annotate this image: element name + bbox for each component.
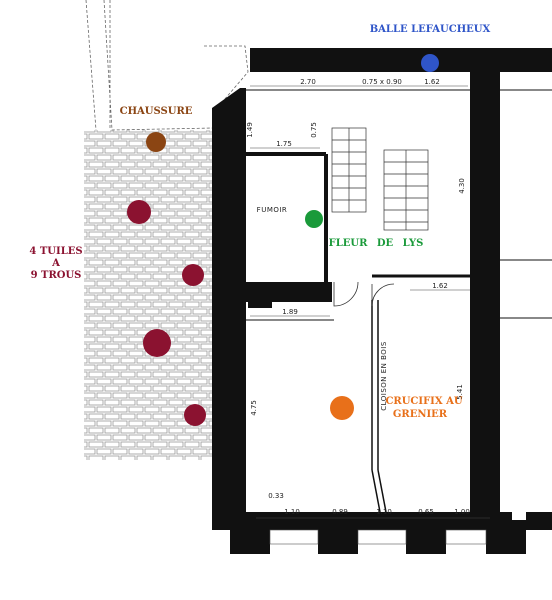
dashed-outline <box>85 0 249 131</box>
staircase-left <box>331 127 367 213</box>
dim-100: 1.00 <box>454 508 470 516</box>
window-sills <box>269 529 487 545</box>
walls <box>212 48 552 554</box>
dim-065: 0.65 <box>418 508 434 516</box>
label-balle-lefaucheux: BALLE LEFAUCHEUX <box>370 24 491 35</box>
marker-tuile-4 <box>184 404 206 426</box>
label-crucifix-line1: CRUCIFIX AU <box>385 396 462 407</box>
dim-541: 5.41 <box>456 384 464 400</box>
label-fleur-de-lys: FLEUR DE LYS <box>329 238 424 249</box>
dim-110-a: 1.10 <box>284 508 300 516</box>
dimensions: 2.70 0.75 x 0.90 1.62 1.49 1.75 0.75 4.3… <box>246 78 470 516</box>
dimension-lines <box>250 85 490 519</box>
partitions <box>246 89 552 513</box>
dim-430: 4.30 <box>458 178 466 194</box>
label-tuiles-line2: A <box>51 258 60 269</box>
dim-075: 0.75 <box>310 122 318 138</box>
marker-fleur-de-lys <box>305 210 323 228</box>
marker-crucifix <box>330 396 354 420</box>
label-chaussure: CHAUSSURE <box>120 106 193 117</box>
marker-balle-lefaucheux <box>421 54 439 72</box>
dim-110-b: 1.10 <box>376 508 392 516</box>
dim-149: 1.49 <box>246 122 254 138</box>
dim-162-top: 1.62 <box>424 78 440 86</box>
door-swings <box>333 281 395 307</box>
dim-033: 0.33 <box>268 492 284 500</box>
dim-175: 1.75 <box>276 140 292 148</box>
roof-tiles <box>84 130 224 460</box>
marker-tuile-3 <box>143 329 171 357</box>
dim-475: 4.75 <box>250 400 258 416</box>
marker-tuile-2 <box>182 264 204 286</box>
dim-075-090: 0.75 x 0.90 <box>362 78 402 86</box>
staircase-right <box>383 149 429 231</box>
room-label-fumoir: FUMOIR <box>257 206 288 214</box>
dim-162-mid: 1.62 <box>432 282 448 290</box>
dim-189: 1.89 <box>282 308 298 316</box>
marker-tuile-1 <box>127 200 151 224</box>
room-label-cloison: CLOISON EN BOIS <box>380 341 388 411</box>
label-crucifix-line2: GRENIER <box>393 409 448 420</box>
marker-chaussure <box>146 132 166 152</box>
markers <box>127 54 439 426</box>
label-tuiles-line3: 9 TROUS <box>31 270 82 281</box>
dim-270: 2.70 <box>300 78 316 86</box>
label-tuiles-line1: 4 TUILES <box>29 246 82 257</box>
dim-089: 0.89 <box>332 508 348 516</box>
